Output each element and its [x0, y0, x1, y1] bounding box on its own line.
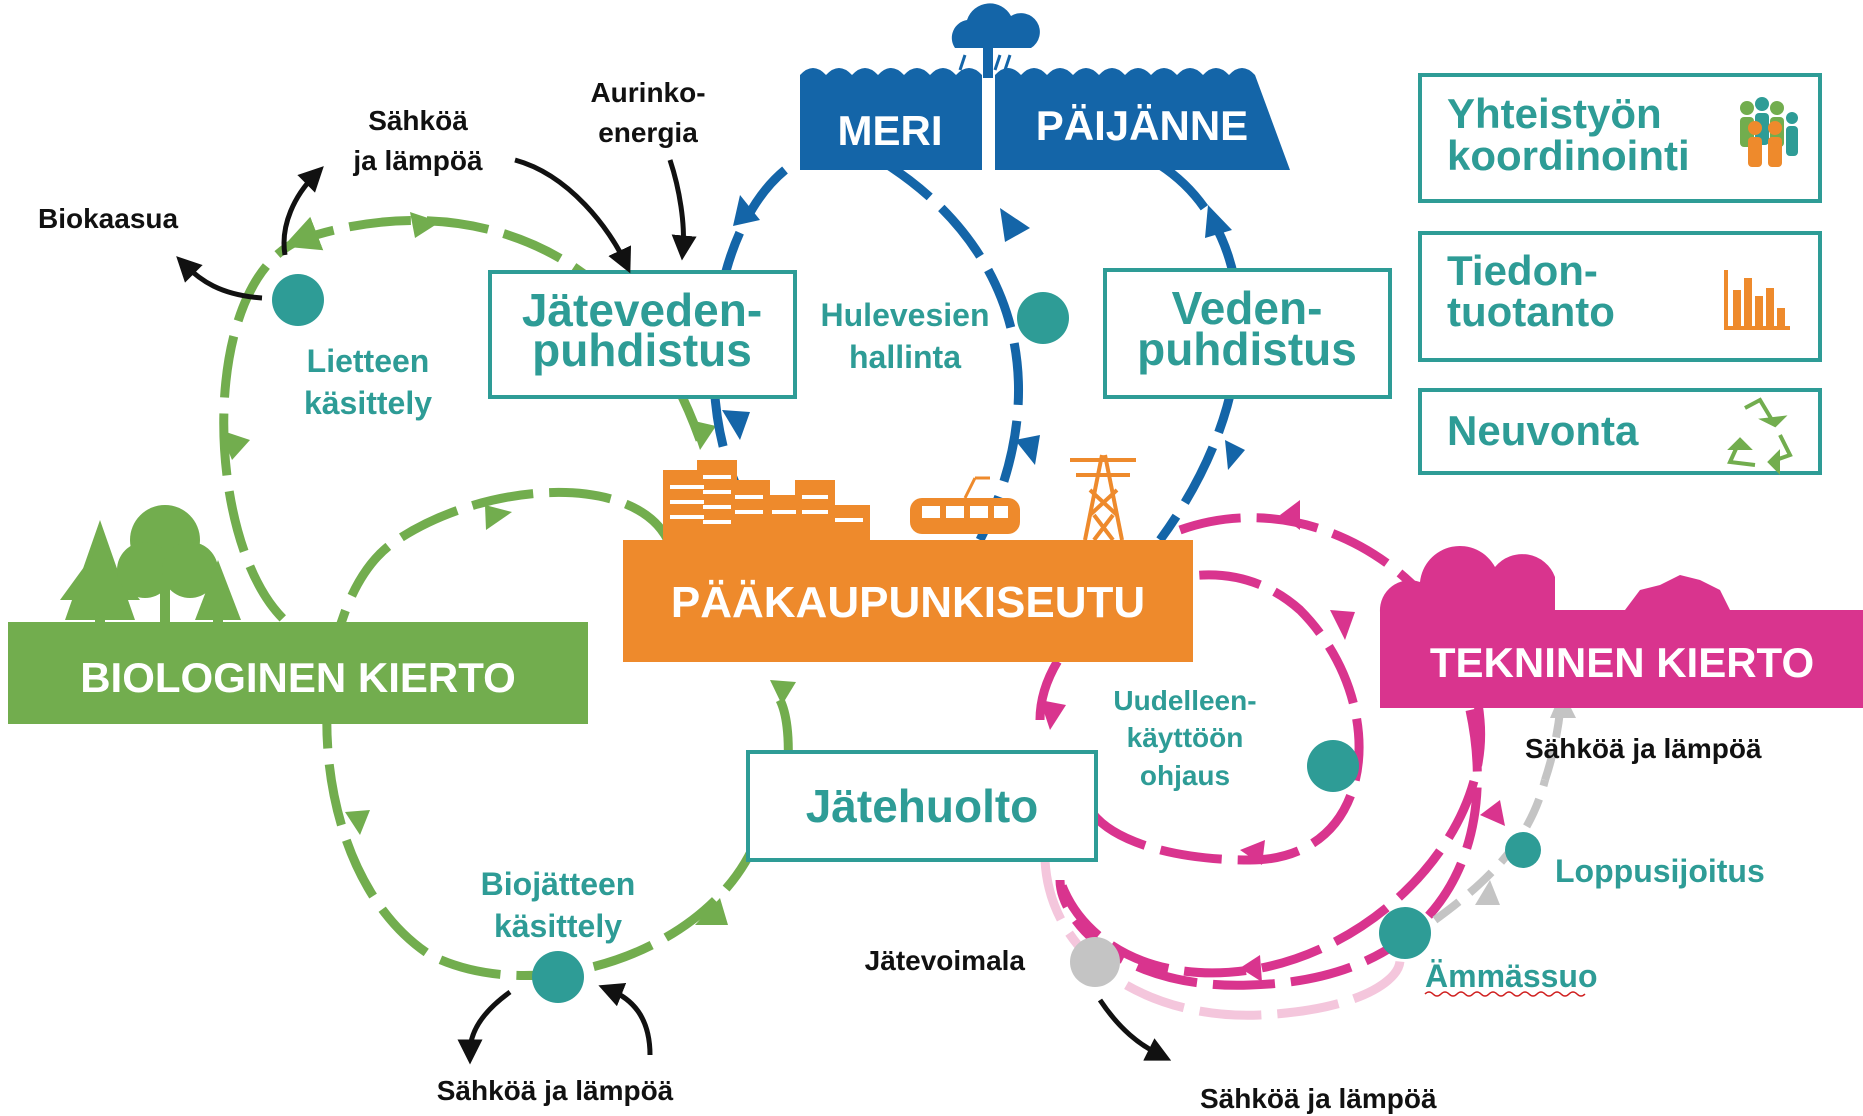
stormwater-node [1017, 292, 1069, 344]
biowaste-node [532, 951, 584, 1003]
waste-management-box: Jätehuolto [746, 750, 1098, 862]
solar-label-2: energia [598, 117, 698, 148]
pink-arrowheads [1040, 500, 1505, 982]
process-nodes [272, 274, 1541, 1003]
wastewater-line-1: Jäteveden- [522, 284, 762, 336]
service-advice-label: Neuvonta [1447, 407, 1639, 454]
waste-power-plant-label: Jätevoimala [865, 945, 1026, 976]
light-pink-cycle [1040, 859, 1405, 1020]
power-pylon-icon [1070, 454, 1136, 542]
biological-cycle-block [8, 622, 588, 724]
technical-cycle-title: TEKNINEN KIERTO [1430, 639, 1814, 686]
grey-cycle [1432, 689, 1566, 924]
biological-cycle-title: BIOLOGINEN KIERTO [80, 654, 516, 701]
spellcheck-underline [1424, 991, 1586, 997]
reuse-label-2: käyttöön [1127, 722, 1244, 753]
center-block [623, 540, 1193, 662]
biowaste-label-2: käsittely [494, 908, 622, 944]
stormwater-cycle [877, 156, 1023, 543]
lake-wave-block [995, 68, 1290, 170]
sludge-node [272, 274, 324, 326]
rain-cloud-icon [951, 3, 1040, 78]
center-title: PÄÄKAUPUNKISEUTU [671, 578, 1145, 627]
recycle-icon [1727, 397, 1793, 475]
biowaste-label-1: Biojätteen [481, 866, 636, 902]
water-treatment-line-1: Veden- [1172, 282, 1323, 334]
stormwater-label-2: hallinta [849, 339, 961, 375]
tram-icon [910, 476, 1020, 534]
landfill-cycle [1055, 709, 1482, 990]
blue-arrowheads [722, 195, 1245, 470]
reuse-inner [1035, 570, 1364, 865]
service-information-line-2: tuotanto [1447, 288, 1615, 335]
city-skyline-icon [663, 460, 870, 540]
reuse-node [1307, 740, 1359, 792]
wastewater-line-2: puhdistus [532, 324, 752, 376]
service-coordination-line-2: koordinointi [1447, 132, 1690, 179]
heat-power-landfill: Sähköä ja lämpöä [1525, 733, 1762, 764]
water-treatment-box: Veden- puhdistus [1103, 268, 1392, 399]
lake-label: PÄIJÄNNE [1036, 102, 1248, 149]
sea-wave-block [800, 68, 982, 170]
green-arrowheads [220, 212, 796, 925]
rubble-cloud-icon [1379, 545, 1730, 612]
solar-label-1: Aurinko- [590, 77, 705, 108]
heat-power-sludge-2: ja lämpöä [352, 145, 483, 176]
pink-cycles [1035, 513, 1486, 990]
technical-cycle-block [1380, 610, 1863, 708]
waste-management-label: Jätehuolto [806, 780, 1039, 832]
heat-power-sludge-1: Sähköä [368, 105, 468, 136]
bar-chart-icon [1724, 270, 1790, 330]
ammassuo-node [1379, 907, 1431, 959]
water-header: MERI PÄIJÄNNE [800, 3, 1290, 170]
service-information: Tiedon- tuotanto [1418, 231, 1822, 362]
reuse-label-1: Uudelleen- [1113, 685, 1256, 716]
heat-power-biowaste: Sähköä ja lämpöä [437, 1075, 674, 1106]
sludge-label-2: käsittely [304, 385, 432, 421]
reuse-outer [1055, 513, 1486, 978]
people-icon [1740, 97, 1798, 167]
wastewater-box: Jäteveden- puhdistus [488, 270, 797, 399]
heat-power-plant: Sähköä ja lämpöä [1200, 1083, 1437, 1114]
landfill-node [1505, 832, 1541, 868]
ammassuo-label: Ämmässuo [1425, 958, 1598, 994]
final-disposal-label: Loppusijoitus [1555, 853, 1765, 889]
sea-label: MERI [838, 107, 943, 154]
service-advice: Neuvonta [1418, 388, 1822, 475]
sludge-label-1: Lietteen [307, 343, 430, 379]
output-arrows [176, 157, 1172, 1065]
service-information-line-1: Tiedon- [1447, 247, 1598, 294]
trees-icon [60, 505, 241, 625]
service-coordination-line-1: Yhteistyön [1447, 90, 1662, 137]
biowaste-cycle [322, 487, 765, 980]
stormwater-label-1: Hulevesien [821, 297, 990, 333]
water-treatment-line-2: puhdistus [1137, 323, 1357, 375]
biogas-label: Biokaasua [38, 203, 178, 234]
service-coordination: Yhteistyön koordinointi [1418, 73, 1822, 203]
waste-power-plant-node [1070, 937, 1120, 987]
reuse-label-3: ohjaus [1140, 760, 1230, 791]
